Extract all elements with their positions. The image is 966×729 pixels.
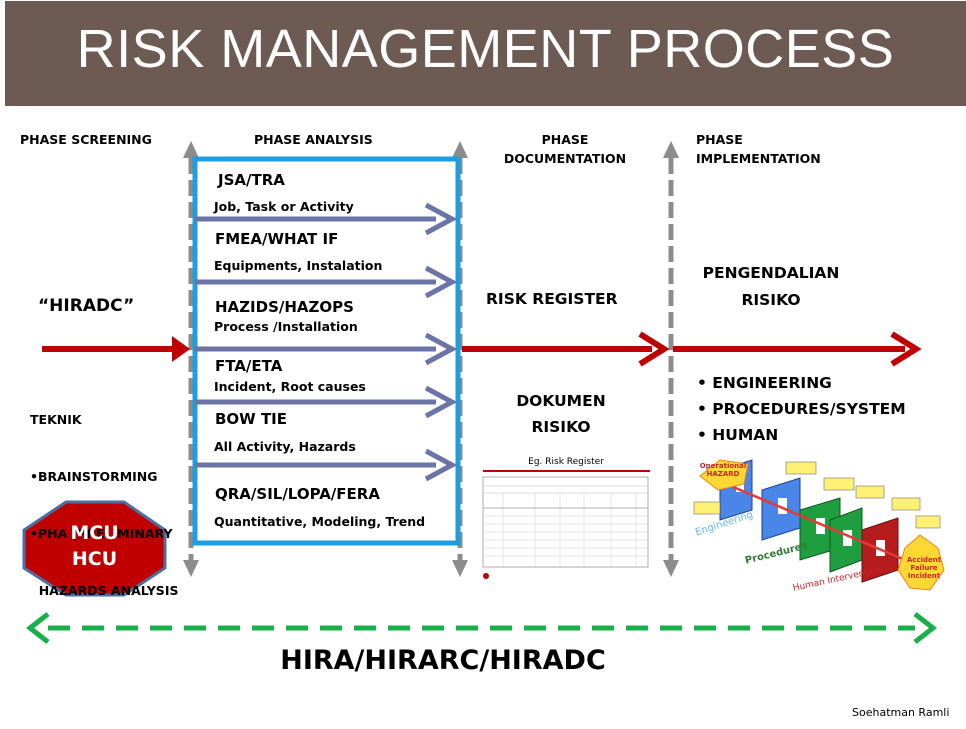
control-item: • ENGINEERING bbox=[697, 374, 832, 392]
main-flow-arrow-documentation bbox=[462, 331, 670, 367]
method-arrow bbox=[195, 385, 458, 419]
footer-title: HIRA/HIRARC/HIRADC bbox=[280, 645, 606, 676]
control-item: • HUMAN bbox=[697, 426, 779, 444]
method-name: FTA/ETA bbox=[215, 357, 283, 375]
phase-screening-label: PHASE SCREENING bbox=[20, 132, 152, 147]
method-description: Equipments, Instalation bbox=[214, 258, 383, 273]
phase-documentation-label: PHASE DOCUMENTATION bbox=[503, 132, 627, 166]
mcu-hcu-octagon bbox=[22, 500, 167, 597]
dokumen-risiko-label: DOKUMEN RISIKO bbox=[516, 392, 606, 436]
method-description: Process /Installation bbox=[214, 319, 358, 334]
method-description: Incident, Root causes bbox=[214, 379, 366, 394]
analysis-left-boundary-arrow bbox=[183, 141, 199, 577]
screening-techniques: TEKNIK •BRAINSTORMING •PHA (PRELIMINARY … bbox=[30, 412, 179, 598]
phase-implementation-label: PHASE IMPLEMENTATION bbox=[696, 132, 821, 166]
risk-register-thumbnail-title: Eg. Risk Register bbox=[528, 457, 604, 467]
implementation-boundary-arrow bbox=[663, 141, 679, 577]
risk-register-thumbnail bbox=[480, 453, 652, 581]
method-name: FMEA/WHAT IF bbox=[215, 230, 339, 248]
control-list: • ENGINEERING • PROCEDURES/SYSTEM • HUMA… bbox=[697, 370, 906, 448]
scope-double-arrow bbox=[25, 612, 938, 644]
method-arrow bbox=[195, 448, 458, 482]
control-item: • PROCEDURES/SYSTEM bbox=[697, 400, 906, 418]
method-description: All Activity, Hazards bbox=[214, 439, 356, 454]
method-name: BOW TIE bbox=[215, 410, 288, 428]
author-credit: Soehatman Ramli bbox=[852, 706, 950, 719]
risk-register-label: RISK REGISTER bbox=[486, 290, 618, 308]
diagram-label-accident: Accident Failure Incident bbox=[906, 556, 942, 580]
main-flow-arrow-implementation bbox=[673, 331, 922, 367]
method-arrow bbox=[195, 332, 458, 366]
method-arrow bbox=[195, 265, 458, 299]
method-name: HAZIDS/HAZOPS bbox=[215, 298, 354, 316]
main-flow-arrow-screening bbox=[42, 336, 190, 362]
hiradc-label: “HIRADC” bbox=[38, 296, 135, 316]
mcu-hcu-label: MCU HCU bbox=[70, 522, 119, 570]
diagram-label-hazard: Operational HAZARD bbox=[699, 462, 747, 478]
phase-analysis-label: PHASE ANALYSIS bbox=[254, 132, 373, 147]
swiss-cheese-illustration bbox=[693, 459, 945, 591]
pengendalian-risiko-label: PENGENDALIAN RISIKO bbox=[702, 264, 840, 309]
method-description: Quantitative, Modeling, Trend bbox=[214, 514, 426, 529]
title-banner bbox=[5, 1, 966, 106]
method-arrow bbox=[195, 202, 458, 236]
page-title: RISK MANAGEMENT PROCESS bbox=[76, 19, 895, 79]
method-name: JSA/TRA bbox=[218, 171, 285, 189]
method-name: QRA/SIL/LOPA/FERA bbox=[215, 485, 380, 503]
method-description: Job, Task or Activity bbox=[214, 199, 354, 214]
